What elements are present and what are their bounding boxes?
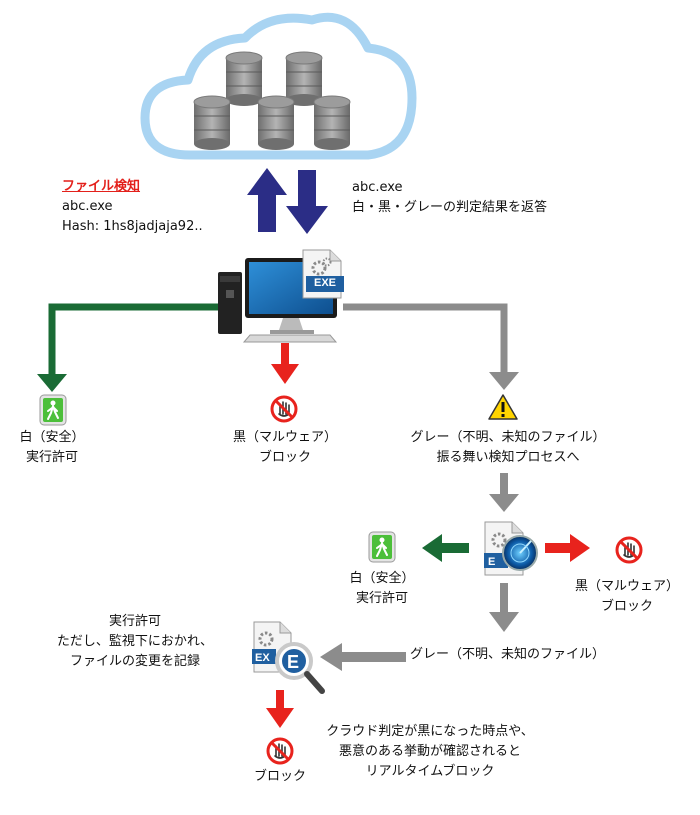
database-icons <box>193 51 351 150</box>
monitor-note: 実行許可 ただし、監視下におかれ、 ファイルの変更を記録 <box>40 612 230 672</box>
svg-text:EX: EX <box>255 652 270 664</box>
behavior-white-line1: 白（安全） <box>349 571 415 586</box>
block-hand-icon <box>270 395 298 423</box>
branch-white-line2: 実行許可 <box>25 450 78 465</box>
behavior-black-line1: 黒（マルウェア） <box>574 579 679 594</box>
behavior-black-label: 黒（マルウェア） ブロック <box>560 577 694 617</box>
behavior-white-line2: 実行許可 <box>355 591 408 606</box>
detection-hash: Hash: 1hs8jadjaja92.. <box>62 219 203 234</box>
behavior-black-line2: ブロック <box>600 599 653 614</box>
realtime-note-line1: クラウド判定が黒になった時点や、 <box>326 724 534 739</box>
database-icon <box>313 95 351 150</box>
svg-text:E: E <box>488 556 495 568</box>
branch-to-black-arrow <box>271 343 299 384</box>
database-icon <box>225 51 263 106</box>
download-arrow <box>286 170 328 234</box>
realtime-note-line3: リアルタイムブロック <box>365 764 495 779</box>
upload-arrow <box>247 168 287 232</box>
database-icon <box>257 95 295 150</box>
svg-text:E: E <box>287 652 299 672</box>
response-file: abc.exe <box>352 180 403 195</box>
behavior-to-white-arrow <box>422 534 469 562</box>
branch-gray-line1: グレー（不明、未知のファイル） <box>410 430 606 445</box>
realtime-note: クラウド判定が黒になった時点や、 悪意のある挙動が確認されると リアルタイムブロ… <box>310 722 550 782</box>
branch-black-line1: 黒（マルウェア） <box>232 430 337 445</box>
branch-black-line2: ブロック <box>258 450 311 465</box>
response-text: 白・黒・グレーの判定結果を返答 <box>352 200 548 215</box>
cloud-response-block: abc.exe 白・黒・グレーの判定結果を返答 <box>352 178 547 218</box>
to-behavior-arrow <box>489 473 519 512</box>
behavior-to-gray-arrow <box>489 583 519 632</box>
branch-white-label: 白（安全） 実行許可 <box>2 428 102 468</box>
database-icon <box>285 51 323 106</box>
safe-walk-icon-2 <box>368 531 396 563</box>
realtime-note-line2: 悪意のある挙動が確認されると <box>338 744 521 759</box>
exe-file-icon <box>302 249 344 299</box>
behavior-gray-label: グレー（不明、未知のファイル） <box>410 647 606 662</box>
database-icon <box>193 95 231 150</box>
final-block-label: ブロック <box>253 769 306 784</box>
branch-to-gray-arrow <box>343 303 519 390</box>
warning-icon <box>488 394 518 420</box>
behavior-detection-icon: E <box>484 521 538 576</box>
branch-white-line1: 白（安全） <box>19 430 85 445</box>
safe-walk-icon <box>39 394 67 426</box>
detection-file: abc.exe <box>62 199 113 214</box>
exe-badge-label: EXE <box>313 277 336 289</box>
branch-to-white-arrow <box>37 303 218 392</box>
monitor-note-line2: ただし、監視下におかれ、 <box>56 634 214 649</box>
monitor-note-line1: 実行許可 <box>108 614 161 629</box>
branch-gray-line2: 振る舞い検知プロセスへ <box>436 450 580 465</box>
block-hand-icon-3 <box>266 737 294 765</box>
block-hand-icon-2 <box>615 536 643 564</box>
detection-block: ファイル検知 abc.exe Hash: 1hs8jadjaja92.. <box>62 177 203 237</box>
monitor-note-line3: ファイルの変更を記録 <box>69 654 200 669</box>
behavior-white-label: 白（安全） 実行許可 <box>332 569 432 609</box>
behavior-to-black-arrow <box>545 534 590 562</box>
branch-black-label: 黒（マルウェア） ブロック <box>215 428 355 468</box>
detection-title: ファイル検知 <box>62 179 141 194</box>
branch-gray-label: グレー（不明、未知のファイル） 振る舞い検知プロセスへ <box>408 428 608 468</box>
to-monitor-arrow <box>320 643 406 671</box>
to-final-block-arrow <box>266 690 294 728</box>
monitor-exe-icon: EX E <box>252 621 325 694</box>
